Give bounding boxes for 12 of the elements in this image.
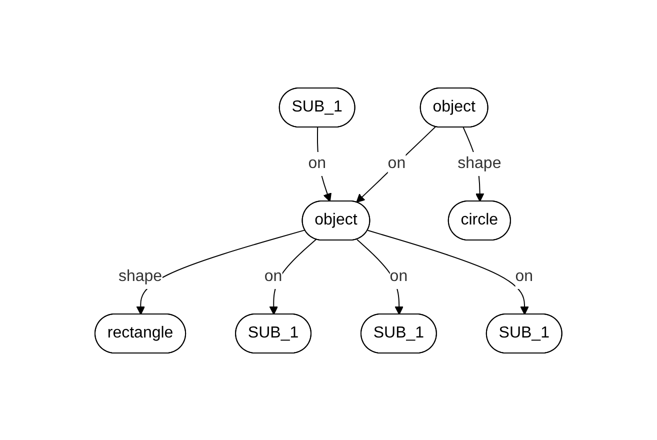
edge-label: on — [264, 267, 282, 284]
edge-label: on — [388, 154, 406, 172]
edge-label: shape — [458, 154, 502, 172]
arrow — [367, 229, 529, 314]
arrow — [356, 126, 436, 202]
arrow — [269, 238, 317, 314]
edge-label: on — [515, 267, 534, 284]
arrow — [136, 229, 306, 314]
edge-label: on — [390, 267, 408, 284]
edge-label: on — [308, 154, 326, 172]
edge-label: shape — [118, 267, 162, 284]
arrow — [356, 238, 404, 314]
